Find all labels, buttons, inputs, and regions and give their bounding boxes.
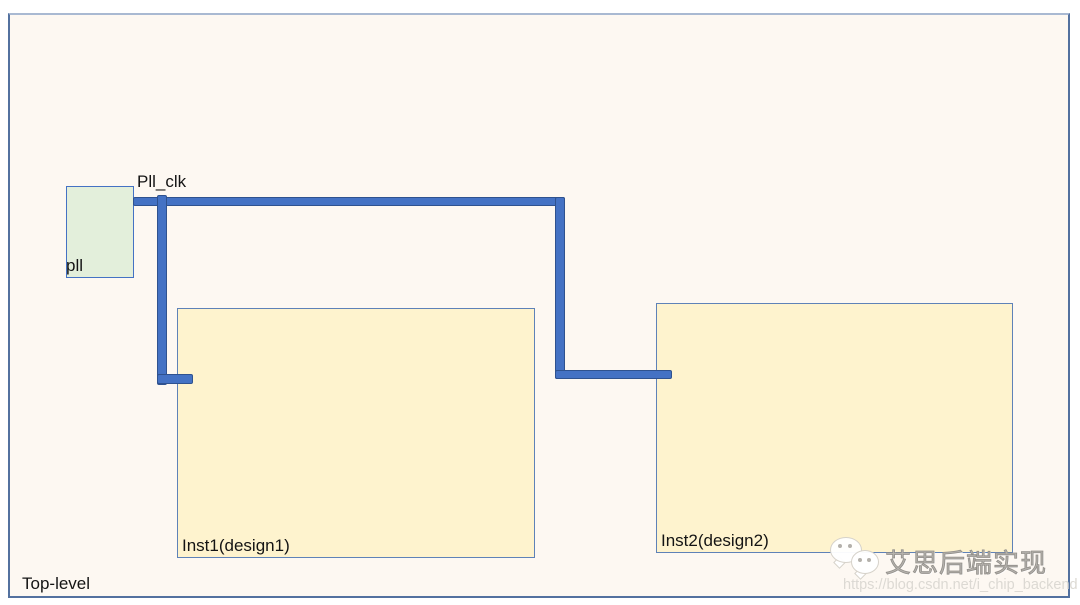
clock-net-branch-to-inst1-vertical [157, 195, 167, 385]
clock-net-branch-to-inst2-stub [555, 370, 672, 379]
inst1-block: Inst1(design1) [177, 308, 535, 558]
clock-net-branch-to-inst1-stub [157, 374, 193, 384]
inst2-label: Inst2(design2) [661, 531, 769, 550]
watermark-blog-url: https://blog.csdn.net/i_chip_backend [843, 577, 1078, 593]
watermark-wechat-name: 艾思后端实现 [885, 548, 1048, 579]
wechat-icon [828, 535, 884, 580]
top-level-label: Top-level [22, 574, 91, 593]
pll-label: pll [66, 256, 84, 275]
wechat-bubble-small [851, 550, 879, 574]
pll-clk-net-label: Pll_clk [137, 172, 187, 191]
pll-block: pll [66, 186, 134, 278]
inst1-label: Inst1(design1) [182, 536, 290, 555]
inst2-block: Inst2(design2) [656, 303, 1013, 553]
wechat-bubble-large [830, 537, 862, 563]
clock-net-branch-to-inst2-vertical [555, 197, 565, 379]
clock-net-main-horizontal [133, 197, 565, 206]
